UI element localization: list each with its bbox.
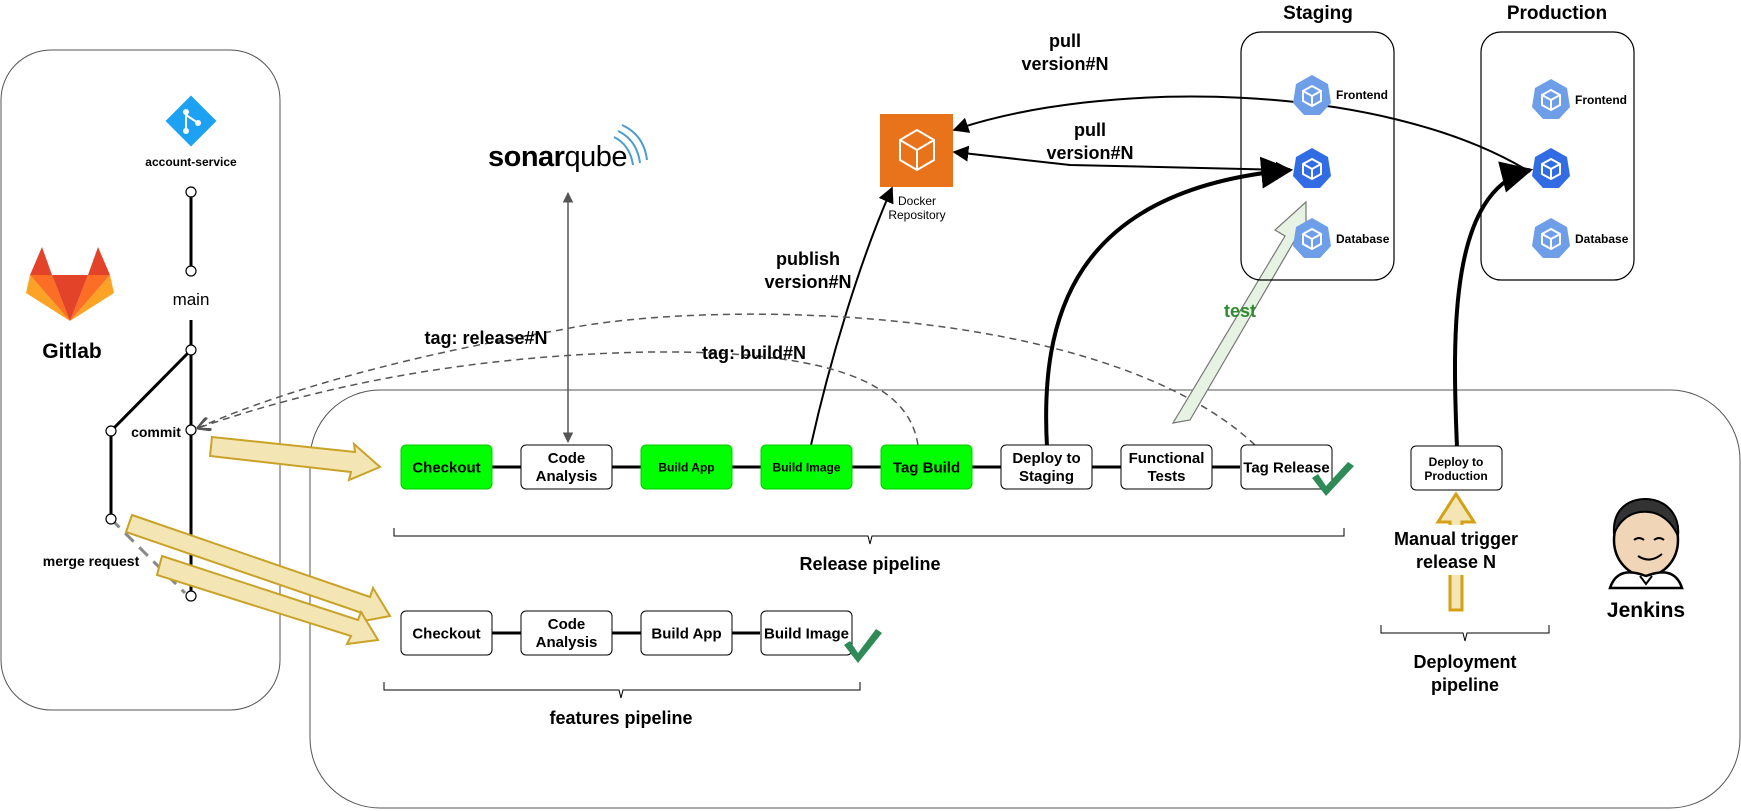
features-stage[interactable] [640,610,733,656]
deploy-production-arrow [1452,161,1534,448]
release-check-icon [1312,462,1354,496]
production-frontend-icon [1532,79,1570,119]
sonar-text: sonar [488,141,565,173]
features-stage-label: Code [548,616,586,633]
features-check-icon [844,629,882,663]
publish-label-2: version#N [764,272,851,292]
production-database-icon [1532,218,1570,258]
deploy-production-label-1: Deploy to [1429,455,1484,469]
tag-build-label: tag: build#N [702,343,806,363]
release-stage-label: Deploy to [1012,450,1080,467]
branch-main-label: main [173,290,210,309]
merge-request-label: merge request [43,553,140,569]
test-label: test [1224,301,1256,321]
release-stage[interactable] [1240,444,1333,490]
production-box [1480,31,1635,281]
release-stage[interactable] [760,444,853,490]
release-brace [393,528,1345,545]
docker-repository-icon [880,114,953,187]
commit-label: commit [131,424,181,440]
features-stage[interactable] [520,610,613,656]
git-commit-nodes [105,186,197,602]
release-stage-label: Tag Build [893,459,960,476]
pull-mid-label-2: version#N [1046,143,1133,163]
docker-label-2: Repository [888,208,945,222]
staging-database-label: Database [1336,232,1390,246]
tag-release-label: tag: release#N [424,328,547,348]
production-title: Production [1507,3,1607,24]
features-stage[interactable] [400,610,493,656]
features-stage-label: Build Image [764,625,849,642]
yellow-trigger-arrows [124,435,392,646]
features-stage-label: Build App [651,625,721,642]
features-brace [383,682,861,699]
gitlab-logo-icon [26,247,114,321]
production-service-icon [1532,148,1570,188]
staging-frontend-label: Frontend [1336,88,1388,102]
deployment-pipeline-title-2: pipeline [1431,675,1499,695]
release-stage[interactable] [880,444,973,490]
pull-top-label-1: pull [1049,31,1081,51]
features-pipeline-title: features pipeline [549,708,692,728]
jenkins-logo-icon [1608,498,1684,590]
pull-staging-arrow [952,145,1292,178]
manual-trigger-label-2: release N [1416,552,1496,572]
release-stage-label: Tests [1147,468,1185,485]
release-stage[interactable] [640,444,733,490]
staging-frontend-icon [1293,75,1331,115]
release-pipeline-title: Release pipeline [799,554,940,574]
tag-build-arrow [198,351,919,446]
deploy-production-label-2: Production [1424,469,1487,483]
features-stage-label: Analysis [536,634,598,651]
gitlab-title: Gitlab [42,340,102,363]
qube-text: qube [564,141,627,173]
docker-label-1: Docker [898,194,936,208]
staging-title: Staging [1283,3,1353,24]
git-repo-icon [165,95,217,147]
release-stage-label: Analysis [536,468,598,485]
release-stage[interactable] [400,444,493,490]
deployment-brace [1380,625,1550,642]
repo-name: account-service [145,155,237,169]
release-stage[interactable] [1000,444,1093,490]
deploy-staging-arrow [1044,156,1294,448]
features-stage[interactable] [760,610,853,656]
release-stage-label: Build App [658,460,714,474]
release-stage-label: Staging [1019,468,1074,485]
release-stage[interactable] [1120,444,1213,490]
gitlab-panel [0,49,281,711]
release-stage-label: Tag Release [1243,459,1329,476]
deployment-pipeline-title-1: Deployment [1413,652,1516,672]
jenkins-panel [309,389,1741,809]
release-stage[interactable] [520,444,613,490]
pull-top-label-2: version#N [1021,54,1108,74]
release-stage-label: Build Image [772,460,840,474]
production-database-label: Database [1575,232,1629,246]
release-stage-label: Checkout [412,459,480,476]
staging-service-icon [1293,148,1331,188]
sonarqube-logo: sonarqube [488,124,648,173]
publish-label-1: publish [776,249,840,269]
staging-box [1240,31,1395,281]
release-stage-label: Functional [1129,450,1205,467]
features-stage-label: Checkout [412,625,480,642]
manual-trigger-label-1: Manual trigger [1394,529,1518,549]
pull-mid-label-1: pull [1074,120,1106,140]
jenkins-title: Jenkins [1607,599,1685,622]
deploy-production-stage[interactable] [1410,445,1503,491]
svg-text:sonarqube: sonarqube [488,141,627,173]
release-stage-label: Code [548,450,586,467]
tag-release-arrow [198,313,1256,446]
production-frontend-label: Frontend [1575,93,1627,107]
publish-arrow [810,186,894,446]
